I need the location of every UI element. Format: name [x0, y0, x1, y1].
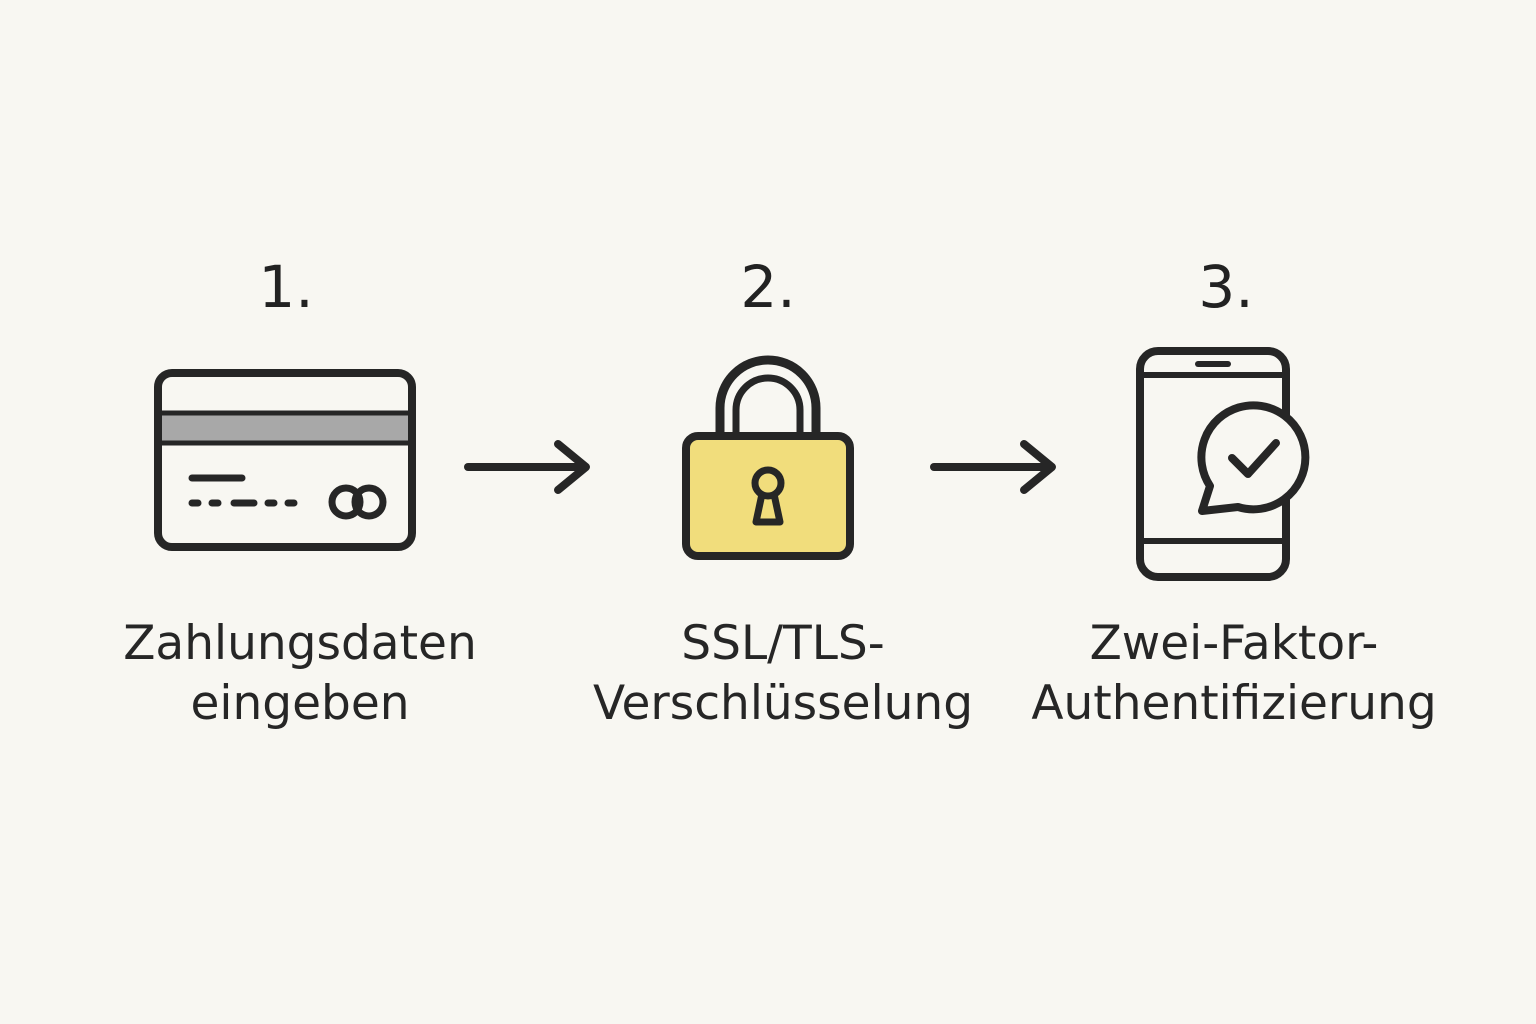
smartphone-check-icon [1136, 347, 1310, 581]
arrow-right-icon [464, 440, 590, 494]
arrow-right-icon [930, 440, 1056, 494]
step-2-label-line-2: Verschlüsselung [592, 676, 974, 731]
step-3-label-line-1: Zwei-Faktor- [1089, 616, 1379, 671]
step-1-label: Zahlungsdaten eingeben [100, 614, 500, 734]
step-2-label: SSL/TLS- Verschlüsselung [568, 614, 998, 734]
step-3-number: 3. [1198, 253, 1254, 321]
step-2-label-line-1: SSL/TLS- [681, 616, 885, 671]
step-3-label: Zwei-Faktor- Authentifizierung [1016, 614, 1452, 734]
step-2-number: 2. [740, 253, 796, 321]
step-1-label-line-1: Zahlungsdaten [123, 616, 477, 671]
padlock-icon [682, 355, 854, 560]
credit-card-icon [154, 369, 416, 551]
step-3-label-line-2: Authentifizierung [1031, 676, 1437, 731]
step-1-number: 1. [258, 253, 314, 321]
step-1-label-line-2: eingeben [190, 676, 410, 731]
